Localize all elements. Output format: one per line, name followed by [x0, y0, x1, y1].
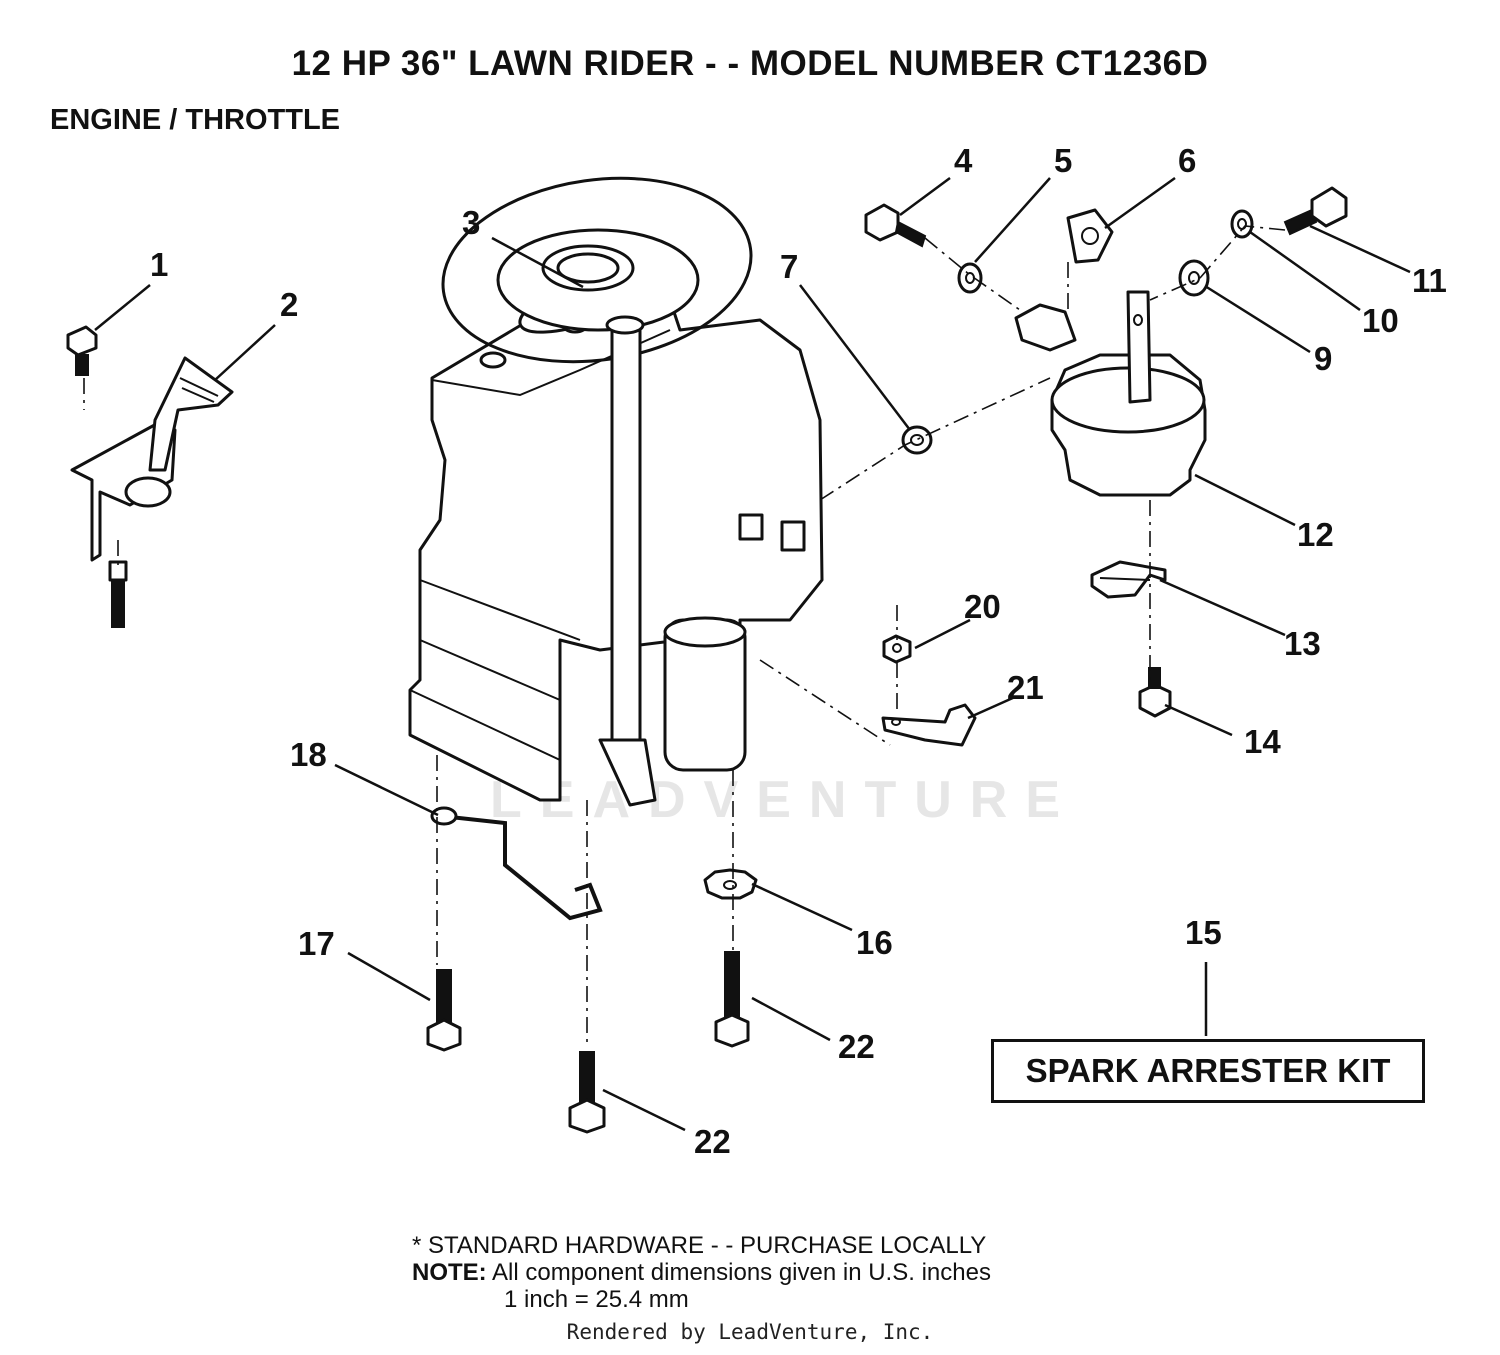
bolt-part-22-lower [568, 1051, 606, 1134]
callout-12: 12 [1297, 516, 1334, 553]
assembly-lines [83, 225, 1286, 1048]
callout-14: 14 [1244, 723, 1281, 760]
spark-arrester-kit-box: SPARK ARRESTER KIT [991, 1039, 1425, 1103]
callout-6: 6 [1178, 142, 1196, 179]
bolt-part-22-upper [714, 951, 750, 1048]
callout-2: 2 [280, 286, 298, 323]
washer-part-10 [1230, 209, 1254, 239]
engine-part-3 [408, 176, 824, 807]
callout-16: 16 [856, 924, 893, 961]
washer-part-5 [957, 262, 983, 294]
screw-part-14 [1138, 667, 1172, 718]
callout-13: 13 [1284, 625, 1321, 662]
standard-hardware-note: * STANDARD HARDWARE - - PURCHASE LOCALLY [412, 1232, 987, 1259]
render-credit: Rendered by LeadVenture, Inc. [566, 1320, 934, 1344]
callout-20: 20 [964, 588, 1001, 625]
nut-part-7 [901, 425, 933, 455]
throttle-cable-part-18 [430, 806, 603, 921]
footnote: * STANDARD HARDWARE - - PURCHASE LOCALLY… [412, 1232, 991, 1313]
callout-10: 10 [1362, 302, 1399, 339]
callout-18: 18 [290, 736, 327, 773]
nut-part-20 [882, 634, 912, 664]
callout-5: 5 [1054, 142, 1072, 179]
callout-numbers: 1 2 3 4 5 6 7 9 10 11 12 13 14 15 16 17 … [150, 142, 1447, 1160]
muffler-part-12 [1014, 290, 1207, 497]
callout-9: 9 [1314, 340, 1332, 377]
callout-4: 4 [954, 142, 973, 179]
watermark: LEADVENTURE [490, 771, 1079, 829]
note-text: All component dimensions given in U.S. i… [492, 1259, 991, 1286]
callout-11: 11 [1412, 262, 1447, 299]
deflector-part-13 [1090, 560, 1167, 599]
callout-22-upper: 22 [838, 1028, 875, 1065]
diagram-title: 12 HP 36" LAWN RIDER - - MODEL NUMBER CT… [291, 44, 1209, 83]
spark-arrester-kit-label: SPARK ARRESTER KIT [1025, 1052, 1391, 1089]
callout-7: 7 [780, 248, 798, 285]
callout-3: 3 [462, 204, 480, 241]
bolt-part-4 [864, 203, 927, 248]
callout-21: 21 [1007, 669, 1044, 706]
gasket-part-6 [1066, 208, 1114, 264]
washer-part-9 [1178, 259, 1210, 297]
callout-22-lower: 22 [694, 1123, 731, 1160]
leader-lines [94, 176, 1411, 1132]
note-label: NOTE: [412, 1259, 487, 1286]
section-subtitle: ENGINE / THROTTLE [50, 104, 340, 136]
throttle-control-part-2 [70, 356, 234, 628]
callout-17: 17 [298, 925, 335, 962]
dimension-note: NOTE: All component dimensions given in … [412, 1259, 991, 1286]
bolt-part-11 [1283, 186, 1348, 236]
callout-1: 1 [150, 246, 168, 283]
lockwasher-part-16 [703, 868, 758, 900]
callout-15: 15 [1185, 914, 1222, 951]
throttle-screw-part-1 [66, 325, 98, 376]
bolt-part-17 [426, 969, 462, 1052]
conversion-note: 1 inch = 25.4 mm [504, 1286, 689, 1313]
clamp-part-21 [881, 703, 977, 747]
